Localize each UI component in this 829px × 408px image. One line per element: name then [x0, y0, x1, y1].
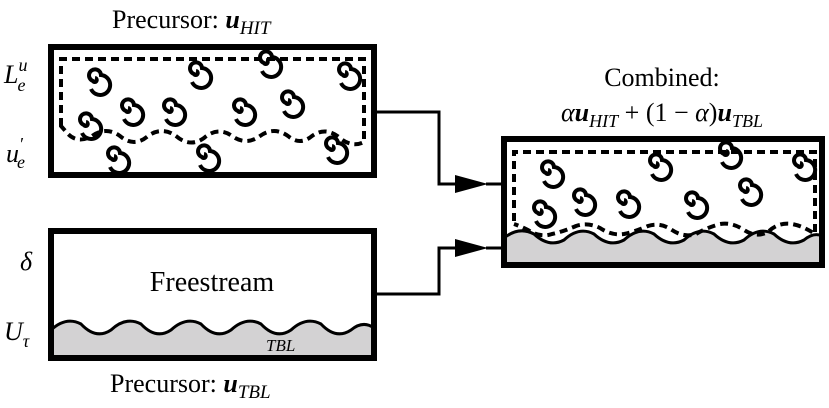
connectors: [376, 110, 502, 296]
friction-velocity-label: Uτ: [4, 317, 30, 351]
hit-turbulence-boundary: [59, 57, 366, 147]
combined-title: Combined:: [604, 63, 720, 92]
tbl-connector-line: [376, 246, 462, 296]
tbl-wavy-edge: [49, 319, 375, 336]
combined-wavy-edge: [503, 229, 823, 245]
combined-tbl-fill: [504, 230, 822, 265]
combined-box: [501, 136, 825, 268]
thickness-label: δ: [20, 247, 33, 276]
hit-arrow-icon: [455, 175, 488, 193]
combined-formula: αuHIT + (1 − α)uTBL: [561, 98, 763, 131]
tbl-box: Freestream TBL: [48, 228, 377, 361]
combined-box-frame: [501, 136, 825, 268]
freestream-label: Freestream: [150, 267, 275, 298]
tbl-layer-label: TBL: [266, 336, 295, 355]
hit-box: [48, 44, 377, 178]
tbl-arrow-icon: [455, 239, 488, 257]
hit-box-title: Precursor: uHIT: [112, 5, 272, 39]
hit-connector-line: [376, 110, 462, 186]
hit-box-frame: [48, 44, 377, 178]
tbl-box-frame: [48, 228, 377, 361]
tbl-box-title: Precursor: uTBL: [110, 369, 271, 403]
tbl-layer-fill: [51, 321, 374, 358]
velocity-scale-label: u′e: [6, 134, 25, 172]
combined-turbulence-boundary: [512, 150, 817, 238]
